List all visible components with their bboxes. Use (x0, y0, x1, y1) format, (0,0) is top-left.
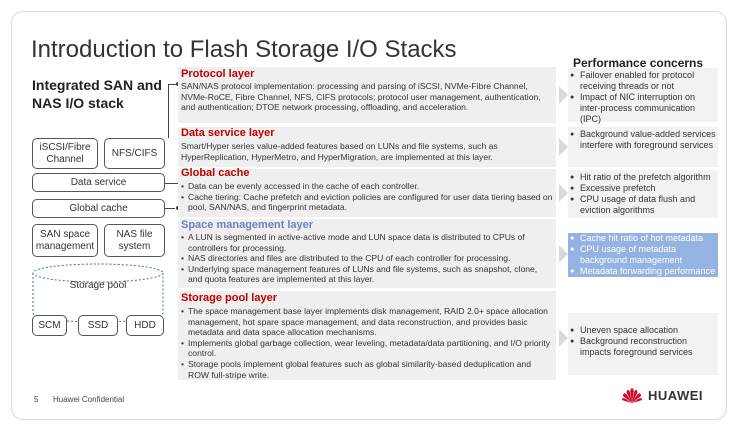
logo-text: HUAWEI (648, 388, 703, 403)
stack-title: Integrated SAN and NAS I/O stack (32, 77, 162, 111)
perf-item: Impact of NIC interruption on inter-proc… (570, 92, 716, 125)
perf-item: CPU usage of metadata background managem… (568, 244, 718, 266)
arrow-right-icon (559, 245, 568, 263)
san-space-management-label: SAN space management (35, 228, 95, 252)
connector-line (165, 183, 178, 184)
storage-pool-cylinder (32, 263, 164, 323)
perf-item: Excessive prefetch (570, 183, 716, 194)
data-service-layer-panel (178, 127, 556, 167)
perf-item: Hit ratio of the prefetch algorithm (570, 172, 716, 183)
perf-item: CPU usage of data flush and eviction alg… (570, 194, 716, 216)
perf-item: Cache hit ratio of hot metadata (568, 233, 718, 244)
storage-pool-layer-text: The space management base layer implemen… (181, 306, 553, 380)
protocol-layer-text: SAN/NAS protocol implementation: process… (181, 81, 541, 113)
storage-pool-bullet: Implements global garbage collection, we… (181, 338, 553, 359)
space-management-bullet: NAS directories and files are distribute… (181, 253, 553, 264)
performance-title: Performance concerns (573, 56, 704, 70)
connector-line (168, 84, 178, 85)
page-number: 5 (34, 395, 39, 404)
perf-item: Uneven space allocation (570, 325, 716, 336)
perf-global-cache: Hit ratio of the prefetch algorithm Exce… (568, 170, 718, 218)
perf-storage-pool: Uneven space allocation Background recon… (568, 313, 718, 375)
data-service-box: Data service (32, 173, 165, 192)
perf-item: Background value-added services interfer… (570, 129, 716, 151)
space-management-layer-text: A LUN is segmented in active-active mode… (181, 232, 553, 285)
huawei-flower-icon (622, 388, 642, 403)
space-management-layer-title: Space management layer (181, 219, 314, 231)
perf-item: Background reconstruction impacts foregr… (570, 336, 716, 358)
perf-space-management: Cache hit ratio of hot metadata CPU usag… (568, 233, 718, 277)
protocol-layer-panel (178, 67, 556, 123)
data-service-layer-title: Data service layer (181, 127, 275, 139)
arrow-right-icon (559, 184, 568, 202)
nfs-box: NFS/CIFS (104, 138, 165, 169)
confidential-label: Huawei Confidential (53, 395, 125, 404)
global-cache-layer-title: Global cache (181, 167, 250, 179)
global-cache-bullet: Cache tiering: Cache prefetch and evicti… (181, 192, 553, 213)
perf-item: Metadata forwarding performance (568, 266, 718, 277)
global-cache-box: Global cache (32, 199, 165, 218)
space-management-bullet: A LUN is segmented in active-active mode… (181, 232, 553, 253)
global-cache-bullet: Data can be evenly accessed in the cache… (181, 181, 553, 192)
huawei-logo: HUAWEI (621, 387, 703, 404)
hdd-box: HDD (126, 315, 164, 336)
perf-protocol: Failover enabled for protocol receiving … (568, 68, 718, 125)
scm-box: SCM (32, 315, 67, 336)
san-space-management-box: SAN space management (32, 224, 98, 257)
arrow-right-icon (559, 86, 568, 104)
perf-item: Failover enabled for protocol receiving … (570, 70, 716, 92)
storage-pool-bullet: The space management base layer implemen… (181, 306, 553, 338)
arrow-right-icon (559, 329, 568, 347)
nas-file-system-box: NAS file system (104, 224, 165, 257)
connector-line (168, 84, 169, 138)
protocol-layer-title: Protocol layer (181, 68, 255, 80)
storage-pool-label: Storage pool (69, 280, 127, 291)
arrow-right-icon (559, 138, 568, 156)
perf-data-service: Background value-added services interfer… (568, 127, 718, 167)
storage-pool-bullet: Storage pools implement global features … (181, 359, 553, 380)
ssd-box: SSD (78, 315, 118, 336)
data-service-layer-text: Smart/Hyper series value-added features … (181, 141, 498, 162)
global-cache-layer-text: Data can be evenly accessed in the cache… (181, 181, 553, 213)
iscsi-box: iSCSI/Fibre Channel (32, 138, 98, 169)
storage-pool-layer-title: Storage pool layer (181, 292, 277, 304)
slide-title: Introduction to Flash Storage I/O Stacks (31, 36, 457, 63)
connector-line (165, 208, 175, 209)
space-management-bullet: Underlying space management features of … (181, 264, 553, 285)
